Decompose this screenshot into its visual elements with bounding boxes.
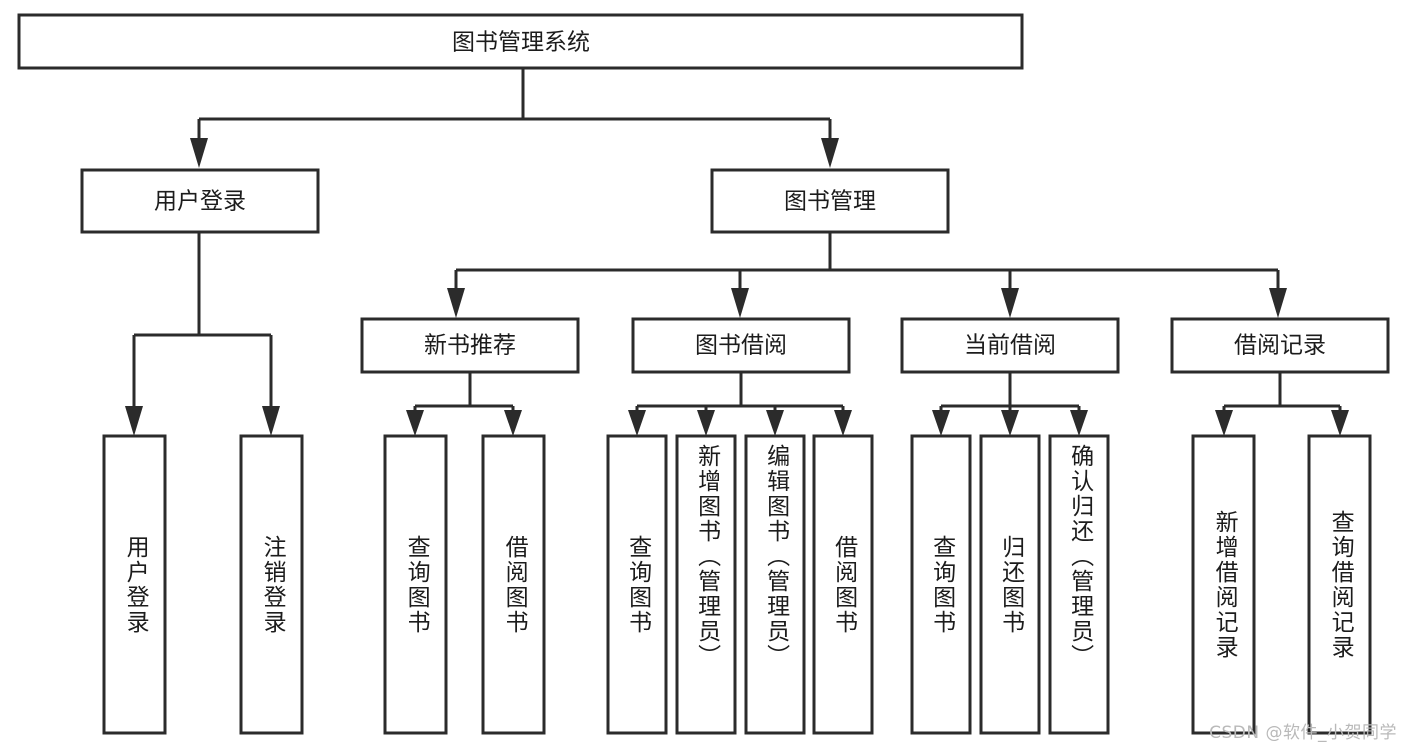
leaf-box-borrow-book-3[interactable] bbox=[812, 434, 874, 735]
node-book-borrow[interactable]: 图书借阅 bbox=[631, 317, 851, 374]
level3-label-0: 新书推荐 bbox=[424, 333, 516, 359]
arrow-icon bbox=[628, 410, 646, 436]
arrow-icon bbox=[697, 410, 715, 436]
arrow-icon bbox=[504, 410, 522, 436]
level2-label-1: 图书管理 bbox=[784, 189, 876, 215]
arrow-icon bbox=[1001, 288, 1019, 318]
arrow-icon bbox=[1269, 288, 1287, 318]
arrow-icon bbox=[1001, 410, 1019, 436]
connector-bookmgmt-to-level3 bbox=[447, 232, 1287, 318]
connector-root-to-level2 bbox=[190, 68, 839, 168]
leaf-box-borrow-book-0[interactable] bbox=[606, 434, 668, 735]
level2-label-0: 用户登录 bbox=[154, 189, 246, 215]
connector-currentborrow-to-leaves bbox=[932, 372, 1088, 436]
leaf-box-borrow-record-1[interactable] bbox=[1307, 434, 1372, 735]
connector-userlogin-to-leaves bbox=[125, 232, 280, 436]
arrow-icon bbox=[125, 406, 143, 436]
root-box[interactable] bbox=[17, 13, 1024, 70]
leaf-box-borrow-book-1[interactable] bbox=[675, 434, 737, 735]
node-new-book-recommend[interactable]: 新书推荐 bbox=[360, 317, 580, 374]
arrow-icon bbox=[766, 410, 784, 436]
node-book-management[interactable]: 图书管理 bbox=[710, 168, 950, 234]
node-current-borrow[interactable]: 当前借阅 bbox=[900, 317, 1120, 374]
arrow-icon bbox=[834, 410, 852, 436]
leaf-box-new-book-1[interactable] bbox=[481, 434, 546, 735]
level2-box-0[interactable] bbox=[80, 168, 320, 234]
leaf-box-user-login-1[interactable] bbox=[239, 434, 304, 735]
root-label: 图书管理系统 bbox=[452, 30, 590, 56]
watermark-text: CSDN @软件_小贺同学 bbox=[1209, 723, 1397, 743]
arrow-icon bbox=[262, 406, 280, 436]
level3-box-0[interactable] bbox=[360, 317, 580, 374]
level3-box-2[interactable] bbox=[900, 317, 1120, 374]
arrow-icon bbox=[1331, 410, 1349, 436]
arrow-icon bbox=[447, 288, 465, 318]
arrow-icon bbox=[1070, 410, 1088, 436]
arrow-icon bbox=[190, 138, 208, 168]
arrow-icon bbox=[1215, 410, 1233, 436]
node-user-login[interactable]: 用户登录 bbox=[80, 168, 320, 234]
connector-bookborrow-to-leaves bbox=[628, 372, 852, 436]
connector-borrowrecord-to-leaves bbox=[1215, 372, 1349, 436]
leaf-box-current-borrow-0[interactable] bbox=[910, 434, 972, 735]
arrow-icon bbox=[932, 410, 950, 436]
leaf-box-new-book-0[interactable] bbox=[383, 434, 448, 735]
arrow-icon bbox=[731, 288, 749, 318]
level3-label-3: 借阅记录 bbox=[1234, 333, 1326, 359]
arrow-icon bbox=[406, 410, 424, 436]
connector-newbook-to-leaves bbox=[406, 372, 522, 436]
level3-label-1: 图书借阅 bbox=[695, 333, 787, 359]
node-borrow-record[interactable]: 借阅记录 bbox=[1170, 317, 1390, 374]
leaf-box-current-borrow-1[interactable] bbox=[979, 434, 1041, 735]
leaf-box-user-login-0[interactable] bbox=[102, 434, 167, 735]
arrow-icon bbox=[821, 138, 839, 168]
leaf-box-borrow-record-0[interactable] bbox=[1191, 434, 1256, 735]
leaf-box-current-borrow-2[interactable] bbox=[1048, 434, 1110, 735]
node-root[interactable]: 图书管理系统 bbox=[17, 13, 1024, 70]
leaf-box-borrow-book-2[interactable] bbox=[744, 434, 806, 735]
level3-label-2: 当前借阅 bbox=[964, 333, 1056, 359]
